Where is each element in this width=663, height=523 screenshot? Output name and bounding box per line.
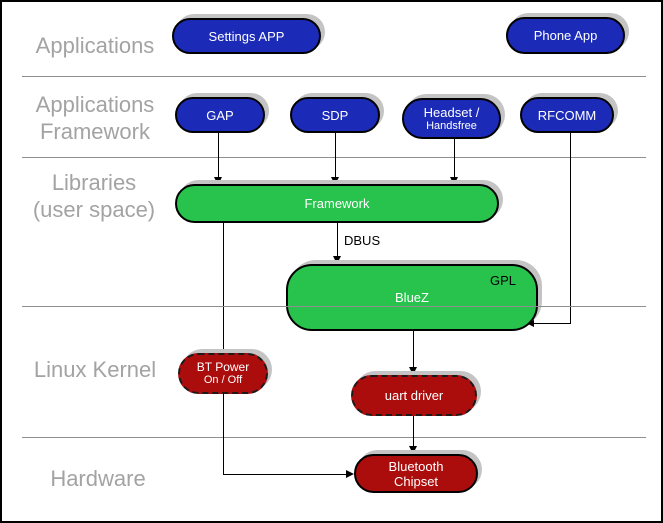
node-label-line2: On / Off [203, 374, 243, 386]
layer-label-applications: Applications [26, 32, 164, 59]
arrowhead-framework-chipset [346, 470, 354, 478]
license-tag-gpl: GPL [489, 273, 516, 288]
node-framework: Framework [175, 184, 499, 223]
separator-app-framework [22, 157, 646, 158]
edge-uart-chipset [413, 416, 414, 448]
arrowhead-gap-framework [214, 177, 222, 185]
node-sdp: SDP [290, 97, 380, 133]
arrowhead-headset-framework [450, 177, 458, 185]
layer-label-line: Framework [39, 119, 150, 144]
node-bluetooth-chipset: Bluetooth Chipset [354, 454, 478, 493]
layer-label-line: Applications [35, 92, 155, 117]
node-rfcomm: RFCOMM [520, 97, 614, 133]
node-headset-handsfree: Headset / Handsfree [402, 98, 501, 139]
edge-bluez-uart [413, 331, 414, 369]
layer-label-applications-framework: Applications Framework [26, 91, 164, 145]
node-label-line2: Chipset [393, 473, 439, 489]
edge-rfcomm-bluez-vertical [570, 133, 571, 324]
node-label: uart driver [384, 388, 444, 403]
node-bluez: GPL BlueZ [286, 264, 538, 331]
edge-rfcomm-bluez-horizontal [533, 323, 571, 324]
node-label: Framework [304, 196, 370, 211]
edge-framework-chipset-vertical [223, 223, 224, 474]
edge-gap-framework [218, 133, 219, 178]
node-label: Settings APP [208, 28, 285, 44]
node-label: GAP [206, 107, 234, 123]
node-label: Bluetooth [388, 458, 444, 474]
layer-label-hardware: Hardware [32, 465, 164, 492]
node-label: RFCOMM [537, 107, 597, 123]
node-gap: GAP [175, 97, 265, 133]
edge-headset-framework [454, 139, 455, 178]
node-uart-driver: uart driver [351, 375, 477, 416]
node-label: BlueZ [395, 290, 429, 305]
layer-label-line: Hardware [50, 466, 146, 491]
separator-libraries [22, 306, 646, 307]
node-label: Headset / [423, 104, 480, 120]
node-label-line2: Handsfree [426, 119, 477, 132]
separator-kernel [22, 437, 646, 438]
layer-label-line: (user space) [32, 197, 156, 222]
arrowhead-framework-bluez [333, 256, 341, 264]
edge-framework-bluez [337, 223, 338, 257]
layer-label-line: Libraries [51, 170, 137, 195]
layer-label-linux-kernel: Linux Kernel [20, 356, 170, 383]
edge-framework-chipset-horizontal [223, 474, 347, 475]
node-bt-power: BT Power On / Off [178, 353, 268, 394]
node-label: Phone App [533, 28, 598, 43]
edge-label-dbus: DBUS [344, 233, 381, 248]
arrowhead-bluez-uart [409, 367, 417, 375]
node-label: SDP [321, 107, 349, 123]
node-phone-app: Phone App [506, 17, 625, 54]
layer-label-line: Applications [35, 33, 155, 58]
edge-sdp-framework [335, 133, 336, 178]
separator-applications [22, 76, 646, 77]
node-settings-app: Settings APP [172, 18, 321, 54]
layer-label-line: Linux Kernel [33, 357, 157, 382]
arrowhead-sdp-framework [331, 177, 339, 185]
node-label: BT Power [196, 360, 250, 374]
layer-label-libraries: Libraries (user space) [14, 169, 174, 223]
arrowhead-uart-chipset [409, 446, 417, 454]
